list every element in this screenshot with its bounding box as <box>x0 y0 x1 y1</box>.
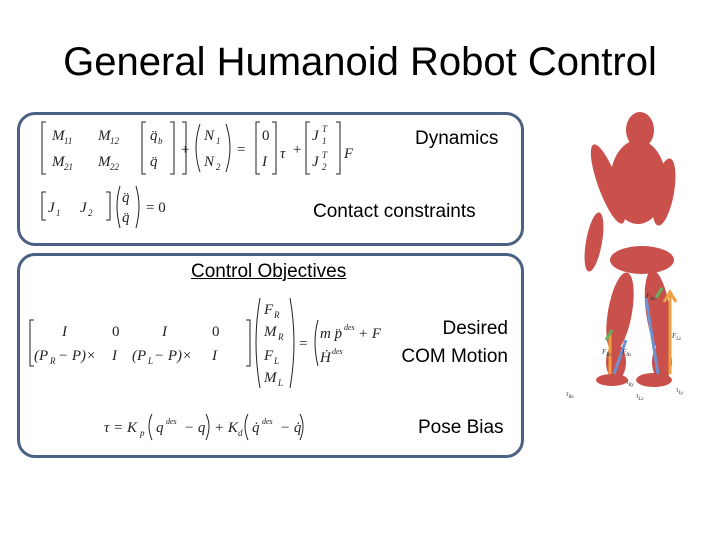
svg-text:+: + <box>292 142 302 158</box>
svg-text:τLx: τLx <box>636 392 644 402</box>
svg-text:τ = K: τ = K <box>104 420 138 436</box>
svg-text:q̈: q̈ <box>150 128 158 144</box>
svg-text:− P)×: − P)× <box>58 348 96 364</box>
svg-text:=: = <box>298 336 308 352</box>
dynamics-box <box>17 112 524 246</box>
svg-text:τ: τ <box>280 146 286 162</box>
svg-text:q̇: q̇ <box>252 420 260 436</box>
desired-com-label: Desired COM Motion <box>401 315 508 371</box>
svg-text:F: F <box>343 146 354 162</box>
slide-title: General Humanoid Robot Control <box>63 40 657 84</box>
svg-text:12: 12 <box>110 136 120 146</box>
svg-text:0: 0 <box>212 324 220 340</box>
dynamics-label: Dynamics <box>415 128 499 149</box>
svg-text:1: 1 <box>322 136 327 146</box>
svg-text:p: p <box>139 428 145 438</box>
svg-text:1: 1 <box>56 208 61 218</box>
svg-text:I: I <box>111 348 118 364</box>
svg-text:2: 2 <box>216 162 221 172</box>
svg-text:+ K: + K <box>214 420 239 436</box>
svg-text:N: N <box>203 128 215 144</box>
svg-text:0: 0 <box>112 324 120 340</box>
svg-text:des: des <box>166 417 177 426</box>
svg-text:T: T <box>322 124 328 134</box>
pose-bias-label: Pose Bias <box>418 417 504 438</box>
svg-text:q̈: q̈ <box>122 190 130 206</box>
svg-text:1: 1 <box>216 136 221 146</box>
svg-text:2: 2 <box>88 208 93 218</box>
svg-text:I: I <box>211 348 218 364</box>
svg-text:M: M <box>263 370 278 386</box>
svg-text:L: L <box>273 356 279 366</box>
svg-text:J: J <box>80 200 88 216</box>
svg-text:F: F <box>263 348 274 364</box>
svg-text:− q̇: − q̇ <box>280 420 302 436</box>
svg-text:M: M <box>97 128 112 144</box>
svg-text:τRy: τRy <box>626 378 634 388</box>
svg-text:(P: (P <box>132 348 146 364</box>
objectives-box <box>17 253 524 458</box>
svg-text:I: I <box>161 324 168 340</box>
svg-text:= 0: = 0 <box>146 200 166 216</box>
desired-line2: COM Motion <box>401 346 508 367</box>
svg-text:q̈: q̈ <box>150 154 158 170</box>
svg-text:τRx: τRx <box>566 390 575 400</box>
svg-text:des: des <box>332 347 343 356</box>
svg-text:des: des <box>262 417 273 426</box>
svg-text:21: 21 <box>64 162 73 172</box>
svg-text:+: + <box>180 142 190 158</box>
svg-text:I: I <box>61 324 68 340</box>
svg-text:FRz: FRz <box>621 348 631 358</box>
svg-text:m p̈: m p̈ <box>320 326 343 342</box>
svg-text:M: M <box>51 154 66 170</box>
svg-text:J: J <box>48 200 56 216</box>
svg-text:T: T <box>322 150 328 160</box>
svg-text:+ F: + F <box>358 326 382 342</box>
svg-text:d: d <box>238 428 243 438</box>
svg-text:− P)×: − P)× <box>154 348 192 364</box>
svg-text:τLy: τLy <box>676 386 684 396</box>
svg-text:FLz: FLz <box>671 332 681 342</box>
svg-text:2: 2 <box>322 162 327 172</box>
contact-label: Contact constraints <box>313 201 476 222</box>
svg-text:Ḣ: Ḣ <box>319 350 332 366</box>
svg-text:J: J <box>312 128 320 144</box>
svg-text:F: F <box>263 302 274 318</box>
svg-text:des: des <box>344 323 355 332</box>
objectives-label: Control Objectives <box>189 261 349 283</box>
svg-text:q̈: q̈ <box>122 210 130 226</box>
humanoid-robot-figure: FLz FRz FRx FRz τRx τRy τLx τLy <box>566 112 684 402</box>
svg-text:L: L <box>277 378 283 388</box>
svg-text:R: R <box>49 356 56 366</box>
svg-text:L: L <box>147 356 153 366</box>
svg-text:I: I <box>261 154 268 170</box>
svg-text:N: N <box>203 154 215 170</box>
svg-text:M: M <box>51 128 66 144</box>
desired-line1: Desired <box>442 318 508 339</box>
svg-text:M: M <box>263 324 278 340</box>
svg-text:− q: − q <box>184 420 206 436</box>
svg-text:R: R <box>277 332 284 342</box>
svg-text:0: 0 <box>262 128 270 144</box>
svg-text:J: J <box>312 154 320 170</box>
svg-text:=: = <box>236 142 246 158</box>
svg-text:11: 11 <box>64 136 72 146</box>
svg-text:q: q <box>156 420 164 436</box>
svg-text:FRz: FRz <box>645 292 655 302</box>
svg-text:M: M <box>97 154 112 170</box>
svg-text:(P: (P <box>34 348 48 364</box>
svg-text:b: b <box>158 136 163 146</box>
svg-text:R: R <box>273 310 280 320</box>
svg-text:FRx: FRx <box>601 348 612 358</box>
svg-text:22: 22 <box>110 162 120 172</box>
